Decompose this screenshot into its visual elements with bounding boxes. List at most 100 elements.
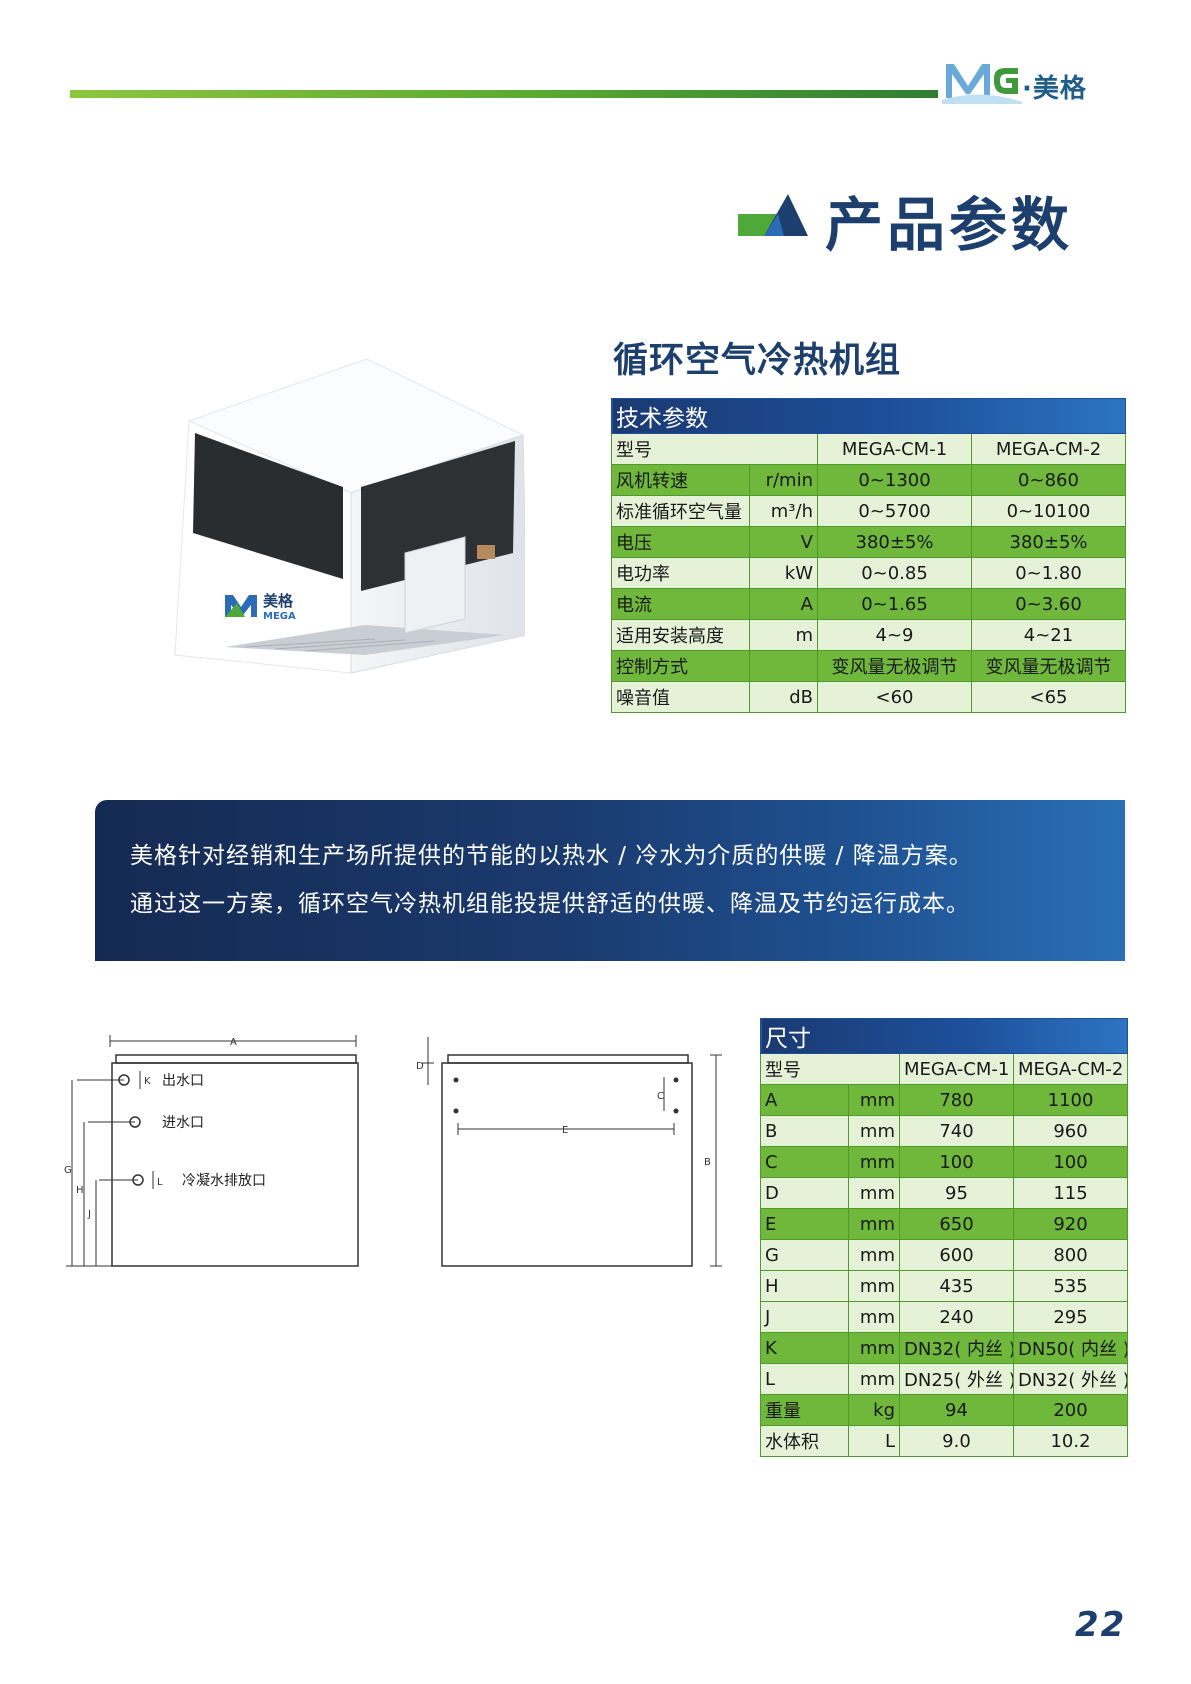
dim-value-cm1: 780: [899, 1084, 1014, 1116]
dim-value-cm2: 115: [1013, 1177, 1128, 1209]
dim-value-cm2: DN32( 外丝 ): [1013, 1363, 1128, 1395]
param-value-cm2: 0~860: [971, 464, 1126, 496]
tech-params-table: 技术参数 型号 MEGA-CM-1 MEGA-CM-2 风机转速 r/min 0…: [611, 398, 1126, 713]
dim-value-cm2: 100: [1013, 1146, 1128, 1178]
table-row: G mm 600 800: [760, 1239, 1128, 1271]
model-cm1: MEGA-CM-1: [817, 433, 972, 465]
dim-unit: mm: [848, 1115, 900, 1147]
dim-value-cm2: 920: [1013, 1208, 1128, 1240]
tech-table-header-row: 型号 MEGA-CM-1 MEGA-CM-2: [611, 433, 1126, 465]
tech-table-title: 技术参数: [611, 398, 1126, 434]
param-label: 电流: [611, 588, 750, 620]
table-row: 标准循环空气量 m³/h 0~5700 0~10100: [611, 495, 1126, 527]
logo-mark-icon: [942, 64, 1022, 104]
dim-label-j: J: [87, 1209, 91, 1220]
header-rule: [70, 90, 938, 98]
dim-unit: mm: [848, 1146, 900, 1178]
param-value-cm1: 4~9: [817, 619, 972, 651]
dim-unit: mm: [848, 1363, 900, 1395]
product-brand-en: MEGA: [263, 611, 296, 622]
table-row: 噪音值 dB <60 <65: [611, 681, 1126, 713]
dim-label: 重量: [760, 1394, 849, 1426]
param-value-cm1: 380±5%: [817, 526, 972, 558]
dim-value-cm2: 960: [1013, 1115, 1128, 1147]
solution-banner: 美格针对经销和生产场所提供的节能的以热水 / 冷水为介质的供暖 / 降温方案。 …: [95, 800, 1125, 961]
param-value-cm2: 变风量无极调节: [971, 650, 1126, 682]
dim-value-cm1: 435: [899, 1270, 1014, 1302]
param-value-cm2: 0~10100: [971, 495, 1126, 527]
model-cm2: MEGA-CM-2: [1013, 1053, 1128, 1085]
param-value-cm1: <60: [817, 681, 972, 713]
dim-unit: mm: [848, 1084, 900, 1116]
dim-label-e: E: [562, 1125, 568, 1136]
table-row: J mm 240 295: [760, 1301, 1128, 1333]
dim-label: J: [760, 1301, 849, 1333]
dim-label: C: [760, 1146, 849, 1178]
param-value-cm1: 0~1.65: [817, 588, 972, 620]
product-image: 美格 MEGA: [174, 358, 525, 674]
dim-unit: mm: [848, 1177, 900, 1209]
dim-unit: mm: [848, 1270, 900, 1302]
dim-value-cm1: DN25( 外丝 ): [899, 1363, 1014, 1395]
dim-label-h: H: [76, 1185, 84, 1196]
param-value-cm2: 0~1.80: [971, 557, 1126, 589]
dim-label: K: [760, 1332, 849, 1364]
dim-table-header-row: 型号 MEGA-CM-1 MEGA-CM-2: [760, 1053, 1128, 1085]
dim-value-cm2: 1100: [1013, 1084, 1128, 1116]
page-number: 22: [1075, 1605, 1127, 1645]
table-row: 电功率 kW 0~0.85 0~1.80: [611, 557, 1126, 589]
table-row: 风机转速 r/min 0~1300 0~860: [611, 464, 1126, 496]
param-value-cm2: <65: [971, 681, 1126, 713]
dim-value-cm1: 600: [899, 1239, 1014, 1271]
dim-table-title: 尺寸: [760, 1018, 1128, 1054]
param-value-cm2: 4~21: [971, 619, 1126, 651]
table-row: L mm DN25( 外丝 ) DN32( 外丝 ): [760, 1363, 1128, 1395]
dim-value-cm1: 100: [899, 1146, 1014, 1178]
param-label: 适用安装高度: [611, 619, 750, 651]
dim-unit: mm: [848, 1208, 900, 1240]
model-cm2: MEGA-CM-2: [971, 433, 1126, 465]
label-inlet: 进水口: [162, 1115, 204, 1131]
model-label: 型号: [760, 1053, 900, 1085]
brand-logo: ·美格: [942, 58, 1132, 104]
dim-label: L: [760, 1363, 849, 1395]
dim-unit: mm: [848, 1239, 900, 1271]
dim-value-cm1: 95: [899, 1177, 1014, 1209]
dim-label: E: [760, 1208, 849, 1240]
dim-label-l: L: [157, 1177, 163, 1188]
table-row: A mm 780 1100: [760, 1084, 1128, 1116]
dim-unit: mm: [848, 1332, 900, 1364]
dim-value-cm1: 9.0: [899, 1425, 1014, 1457]
param-unit: dB: [749, 681, 818, 713]
param-unit: m: [749, 619, 818, 651]
label-drain: 冷凝水排放口: [182, 1173, 266, 1189]
param-value-cm1: 0~5700: [817, 495, 972, 527]
product-brand-cn: 美格: [263, 592, 294, 610]
param-unit: kW: [749, 557, 818, 589]
dim-label-c: C: [657, 1091, 664, 1102]
param-label: 控制方式: [611, 650, 750, 682]
dim-label-b: B: [704, 1157, 711, 1168]
param-unit: V: [749, 526, 818, 558]
dim-label-a: A: [230, 1037, 237, 1048]
table-row: 水体积 L 9.0 10.2: [760, 1425, 1128, 1457]
table-row: B mm 740 960: [760, 1115, 1128, 1147]
logo-text: ·美格: [1022, 74, 1087, 104]
dim-label: H: [760, 1270, 849, 1302]
param-label: 噪音值: [611, 681, 750, 713]
param-label: 风机转速: [611, 464, 750, 496]
table-row: C mm 100 100: [760, 1146, 1128, 1178]
param-label: 电功率: [611, 557, 750, 589]
table-row: D mm 95 115: [760, 1177, 1128, 1209]
dim-value-cm1: 240: [899, 1301, 1014, 1333]
dim-value-cm2: 10.2: [1013, 1425, 1128, 1457]
dim-label: 水体积: [760, 1425, 849, 1457]
dimension-table: 尺寸 型号 MEGA-CM-1 MEGA-CM-2 A mm 780 1100 …: [760, 1018, 1128, 1457]
section-title-icon: [738, 194, 808, 236]
table-row: 电流 A 0~1.65 0~3.60: [611, 588, 1126, 620]
dim-label: G: [760, 1239, 849, 1271]
model-label: 型号: [611, 433, 818, 465]
dim-label: D: [760, 1177, 849, 1209]
dim-unit: L: [848, 1425, 900, 1457]
dim-value-cm1: 650: [899, 1208, 1014, 1240]
